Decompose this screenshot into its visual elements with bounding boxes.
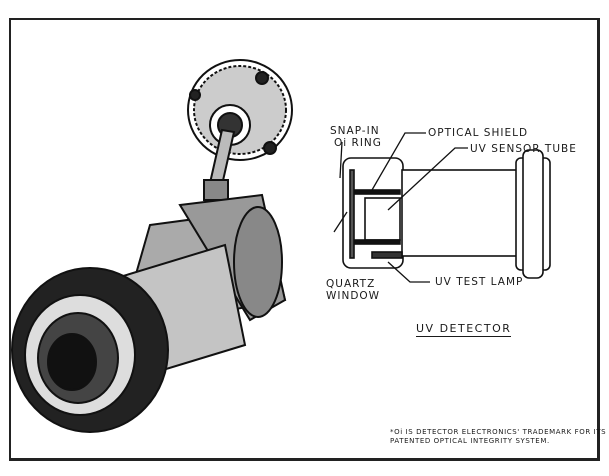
label-quartz: QUARTZ: [326, 278, 376, 290]
detector-body: [11, 193, 287, 433]
label-uv-sensor-tube: UV SENSOR TUBE: [470, 143, 577, 155]
diagram-title: UV DETECTOR: [416, 322, 512, 337]
cross-section: [342, 149, 551, 279]
footnote: *Oi IS DETECTOR ELECTRONICS' TRADEMARK F…: [390, 428, 606, 446]
label-snap-in: SNAP-IN: [330, 125, 380, 137]
label-window: WINDOW: [326, 290, 381, 302]
label-ring: Oi RING: [334, 137, 382, 149]
footnote-line-1: *Oi IS DETECTOR ELECTRONICS' TRADEMARK F…: [390, 428, 607, 436]
swivel-mount: [187, 59, 293, 161]
footnote-line-2: PATENTED OPTICAL INTEGRITY SYSTEM.: [390, 437, 550, 445]
label-optical-shield: OPTICAL SHIELD: [428, 127, 529, 139]
label-uv-test-lamp: UV TEST LAMP: [435, 276, 524, 288]
leader-lines: [333, 132, 468, 283]
diagram-frame: [9, 18, 600, 461]
